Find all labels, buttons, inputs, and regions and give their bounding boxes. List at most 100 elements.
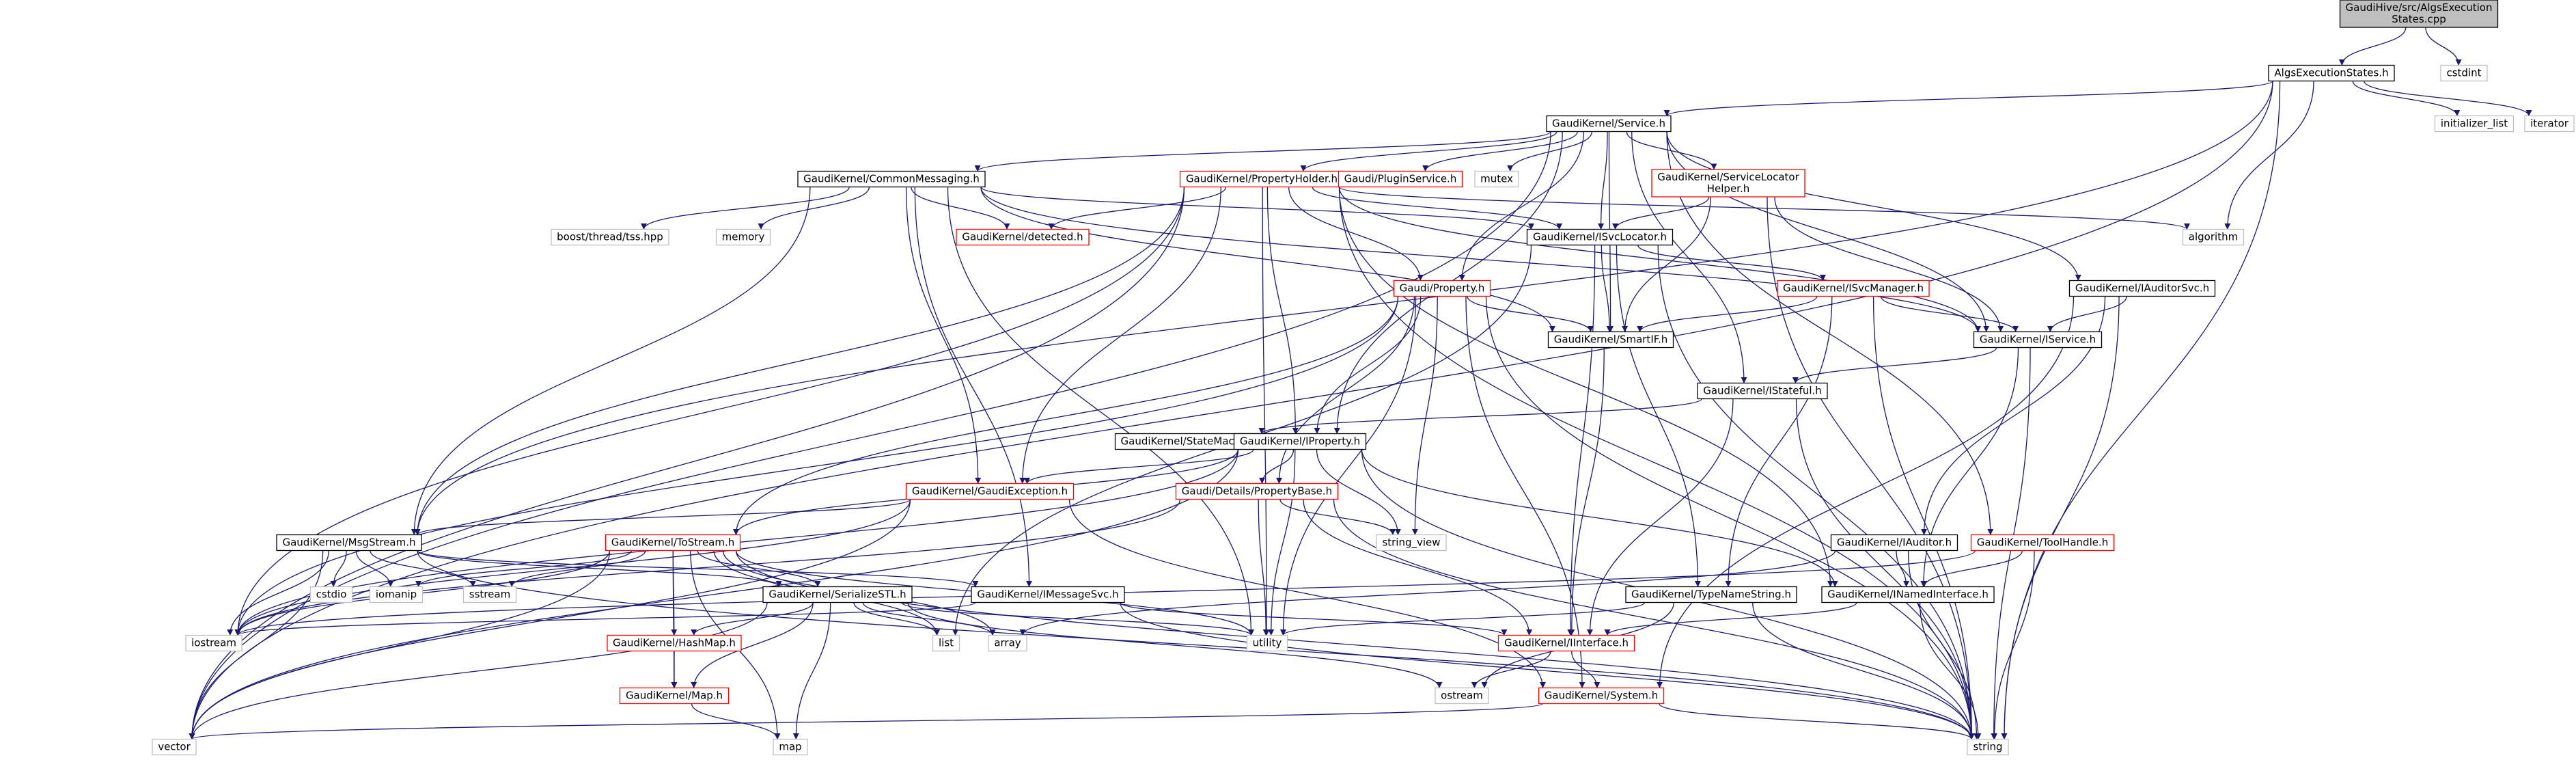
graph-node-memory: memory bbox=[715, 228, 771, 246]
edge-cmsg-to-utility bbox=[947, 187, 1254, 636]
edge-propbase-to-iostream bbox=[234, 499, 1181, 636]
edge-msgstream-to-iomanip bbox=[355, 550, 394, 587]
edge-layer bbox=[189, 27, 2532, 740]
node-box bbox=[1625, 586, 1797, 603]
node-box bbox=[2339, 0, 2499, 28]
graph-node-cstdint: cstdint bbox=[2440, 64, 2488, 82]
edge-aes-to-initlist bbox=[2352, 81, 2461, 116]
graph-node-service[interactable]: GaudiKernel/Service.h bbox=[1546, 115, 1672, 133]
node-box bbox=[276, 534, 422, 552]
edge-propholder-to-msgstream bbox=[414, 187, 1185, 535]
node-box bbox=[1651, 169, 1805, 198]
edge-typename-to-utility bbox=[1280, 601, 1646, 636]
graph-node-pluginsvc[interactable]: Gaudi/PluginService.h bbox=[1338, 170, 1463, 188]
node-label: GaudiKernel/StateMachine.h bbox=[1121, 435, 1266, 448]
edge-map_h-to-map bbox=[691, 703, 781, 739]
node-label: GaudiHive/src/AlgsExecution bbox=[2346, 1, 2493, 14]
node-box bbox=[762, 586, 913, 603]
graph-node-isvcmgr[interactable]: GaudiKernel/ISvcManager.h bbox=[1777, 280, 1930, 297]
node-label: GaudiKernel/INamedInterface.h bbox=[1827, 588, 1989, 601]
graph-node-propholder[interactable]: GaudiKernel/PropertyHolder.h bbox=[1179, 170, 1344, 188]
graph-node-iproperty[interactable]: GaudiKernel/IProperty.h bbox=[1233, 433, 1367, 450]
node-label: GaudiKernel/CommonMessaging.h bbox=[803, 173, 980, 185]
graph-node-smartif[interactable]: GaudiKernel/SmartIF.h bbox=[1547, 331, 1674, 349]
node-box bbox=[1973, 331, 2103, 349]
edge-aes-to-service bbox=[1663, 80, 2273, 117]
edge-system-to-vector bbox=[189, 703, 1544, 740]
graph-node-system[interactable]: GaudiKernel/System.h bbox=[1538, 687, 1665, 705]
node-box bbox=[2524, 115, 2575, 133]
graph-node-tostream[interactable]: GaudiKernel/ToStream.h bbox=[605, 534, 741, 552]
edge-service-to-vector bbox=[189, 131, 1551, 739]
graph-node-istateful[interactable]: GaudiKernel/IStateful.h bbox=[1697, 382, 1828, 400]
node-box bbox=[2068, 280, 2216, 297]
node-label: ostream bbox=[1441, 690, 1483, 702]
graph-node-isvcloc[interactable]: GaudiKernel/ISvcLocator.h bbox=[1526, 228, 1674, 246]
node-label: vector bbox=[158, 741, 191, 753]
edge-cmsg-to-memory bbox=[758, 187, 870, 230]
node-layer: GaudiHive/src/AlgsExecutionStates.cppAlg… bbox=[152, 0, 2575, 756]
graph-node-iauditor[interactable]: GaudiKernel/IAuditor.h bbox=[1830, 534, 1958, 552]
graph-node-aes[interactable]: AlgsExecutionStates.h bbox=[2268, 64, 2395, 82]
edge-inamed-to-iinterface bbox=[1604, 602, 1857, 636]
node-label: iterator bbox=[2530, 118, 2569, 130]
node-box bbox=[1967, 738, 2009, 756]
node-label: GaudiKernel/MsgStream.h bbox=[282, 537, 415, 549]
node-label: list bbox=[939, 637, 954, 649]
edge-iproperty-to-utility bbox=[1268, 449, 1296, 636]
edge-service-to-isvcloc bbox=[1598, 131, 1608, 230]
edge-iauditor-to-array bbox=[1019, 550, 1836, 636]
edge-iinterface-to-system bbox=[1571, 651, 1601, 688]
node-label: GaudiKernel/IAuditorSvc.h bbox=[2075, 282, 2209, 295]
node-label: GaudiKernel/IService.h bbox=[1980, 334, 2096, 346]
edge-propbase-to-utility bbox=[1258, 499, 1269, 636]
node-box bbox=[956, 228, 1090, 246]
graph-node-hashmap[interactable]: GaudiKernel/HashMap.h bbox=[607, 634, 742, 652]
node-label: GaudiKernel/GaudiException.h bbox=[912, 485, 1068, 498]
edge-istateful-to-statemachine bbox=[1258, 398, 1702, 435]
edge-iproperty-to-stringview bbox=[1316, 449, 1401, 535]
graph-node-iterator: iterator bbox=[2524, 115, 2575, 133]
graph-node-map_h[interactable]: GaudiKernel/Map.h bbox=[619, 687, 730, 705]
graph-node-iinterface[interactable]: GaudiKernel/IInterface.h bbox=[1497, 634, 1635, 652]
edge-tostream-to-iomanip bbox=[415, 550, 632, 587]
node-label: GaudiKernel/IAuditor.h bbox=[1837, 537, 1952, 549]
edge-service-to-svclochelper bbox=[1626, 131, 1717, 170]
graph-node-msgstream[interactable]: GaudiKernel/MsgStream.h bbox=[276, 534, 422, 552]
edge-property-to-tostream bbox=[733, 296, 1399, 535]
node-label: string bbox=[1973, 741, 2002, 753]
graph-node-gaudiexc[interactable]: GaudiKernel/GaudiException.h bbox=[905, 483, 1075, 500]
node-box bbox=[1526, 228, 1674, 246]
node-label: GaudiKernel/IInterface.h bbox=[1504, 637, 1629, 649]
graph-node-typename[interactable]: GaudiKernel/TypeNameString.h bbox=[1625, 586, 1797, 603]
edge-propholder-to-vector bbox=[189, 187, 1185, 739]
graph-node-string: string bbox=[1967, 738, 2009, 756]
edge-toolhandle-to-inamed bbox=[1921, 550, 2023, 587]
graph-node-property[interactable]: Gaudi/Property.h bbox=[1393, 280, 1491, 297]
edge-gaudiexc-to-system bbox=[1068, 499, 1546, 688]
node-label: Helper.h bbox=[1707, 182, 1750, 195]
node-label: string_view bbox=[1382, 537, 1440, 549]
graph-node-imsgsvc[interactable]: GaudiKernel/IMessageSvc.h bbox=[971, 586, 1125, 603]
graph-node-vector: vector bbox=[152, 738, 197, 756]
node-box bbox=[2268, 64, 2395, 82]
graph-node-iservice[interactable]: GaudiKernel/IService.h bbox=[1973, 331, 2103, 349]
edge-msgstream-to-serstl bbox=[417, 549, 782, 588]
edge-toolhandle-to-string bbox=[1991, 550, 2035, 739]
edge-smartif-to-iinterface bbox=[1568, 347, 1605, 636]
edge-iproperty-to-propbase bbox=[1259, 449, 1294, 484]
graph-node-cmsg[interactable]: GaudiKernel/CommonMessaging.h bbox=[797, 170, 986, 188]
edge-iservice-to-istateful bbox=[1792, 347, 1997, 383]
graph-node-root[interactable]: GaudiHive/src/AlgsExecutionStates.cpp bbox=[2339, 0, 2499, 28]
graph-node-iauditorsvc[interactable]: GaudiKernel/IAuditorSvc.h bbox=[2068, 280, 2216, 297]
graph-node-serstl[interactable]: GaudiKernel/SerializeSTL.h bbox=[762, 586, 913, 603]
edge-cmsg-to-tss bbox=[641, 187, 850, 230]
graph-node-detected[interactable]: GaudiKernel/detected.h bbox=[956, 228, 1090, 246]
node-label: GaudiKernel/IProperty.h bbox=[1240, 435, 1360, 448]
graph-node-toolhandle[interactable]: GaudiKernel/ToolHandle.h bbox=[1970, 534, 2115, 552]
graph-node-inamed[interactable]: GaudiKernel/INamedInterface.h bbox=[1821, 586, 1995, 603]
graph-node-propbase[interactable]: Gaudi/Details/PropertyBase.h bbox=[1175, 483, 1339, 500]
edge-imsgsvc-to-string bbox=[1120, 602, 1975, 739]
edge-cmsg-to-isvcloc bbox=[980, 186, 1534, 230]
